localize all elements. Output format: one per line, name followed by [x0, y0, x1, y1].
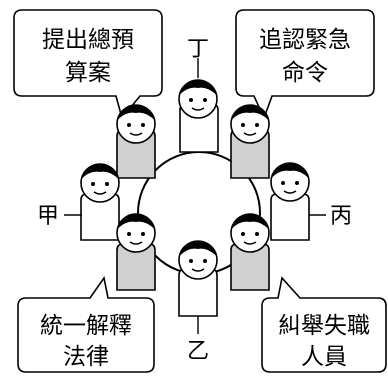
person-eye — [255, 123, 259, 127]
person-eye — [127, 123, 131, 127]
person-mouth — [243, 241, 257, 245]
bubble-bottom-right: 糾舉失職 人員 — [261, 276, 387, 373]
person-hair — [271, 163, 309, 178]
person-eye — [281, 181, 285, 185]
bubble-bottom-left: 統一解釋 法律 — [17, 276, 155, 373]
person-eye — [91, 182, 95, 186]
bubble-top-left: 提出總預 算案 — [13, 9, 163, 120]
bubble-bottom-right-line2: 人員 — [301, 344, 347, 370]
label-jia: 甲 — [37, 204, 59, 229]
person-upper-left — [116, 104, 156, 179]
bubble-bottom-right-line1: 糾舉失職 — [278, 313, 370, 339]
person-head — [230, 213, 270, 253]
bubble-top-left-line2: 算案 — [65, 60, 111, 86]
person-eye — [255, 232, 259, 236]
person-eye — [189, 98, 193, 102]
person-eye — [189, 259, 193, 263]
person-head — [178, 240, 218, 280]
person-mouth — [191, 268, 205, 272]
person-yi — [178, 240, 218, 317]
person-eye — [105, 182, 109, 186]
bubble-bottom-left-line1: 統一解釋 — [40, 313, 132, 339]
person-hair — [81, 164, 119, 179]
person-eye — [127, 232, 131, 236]
bubble-top-left-line1: 提出總預 — [42, 27, 134, 53]
person-mouth — [129, 241, 143, 245]
bubble-shape — [17, 276, 155, 373]
person-lower-right — [230, 213, 270, 291]
person-head — [80, 163, 120, 203]
bubble-shape — [235, 9, 375, 121]
person-hair — [231, 214, 269, 229]
bubble-bottom-left-line2: 法律 — [63, 344, 109, 370]
person-eye — [241, 123, 245, 127]
person-mouth — [129, 132, 143, 136]
label-yi: 乙 — [187, 339, 209, 364]
person-eye — [203, 98, 207, 102]
person-head — [116, 213, 156, 253]
label-yi-group: 乙 — [187, 316, 209, 364]
person-eye — [141, 232, 145, 236]
person-mouth — [93, 191, 107, 195]
person-mouth — [243, 132, 257, 136]
label-ding: 丁 — [187, 37, 209, 62]
person-hair — [117, 105, 155, 120]
bubble-shape — [13, 9, 163, 120]
person-ding — [178, 79, 219, 153]
person-eye — [203, 259, 207, 263]
person-head — [116, 104, 156, 144]
person-eye — [295, 181, 299, 185]
label-bing: 丙 — [330, 204, 352, 229]
person-mouth — [283, 190, 297, 194]
label-ding-group: 丁 — [187, 37, 209, 78]
person-hair — [179, 80, 217, 95]
person-upper-right — [230, 104, 270, 179]
person-lower-left — [116, 213, 156, 291]
person-head — [230, 104, 270, 144]
bubble-shape — [261, 276, 387, 373]
bubble-top-right-line2: 命令 — [282, 60, 328, 86]
label-jia-group: 甲 — [37, 204, 82, 229]
person-head — [178, 79, 218, 119]
label-bing-group: 丙 — [309, 204, 352, 229]
person-eye — [141, 123, 145, 127]
person-hair — [231, 105, 269, 120]
person-jia — [80, 163, 120, 241]
person-bing — [270, 162, 310, 241]
bubble-top-right: 追認緊急 命令 — [235, 9, 375, 121]
person-hair — [179, 241, 217, 256]
person-head — [270, 162, 310, 202]
person-mouth — [191, 107, 205, 111]
person-hair — [117, 214, 155, 229]
person-eye — [241, 232, 245, 236]
bubble-top-right-line1: 追認緊急 — [259, 27, 351, 53]
